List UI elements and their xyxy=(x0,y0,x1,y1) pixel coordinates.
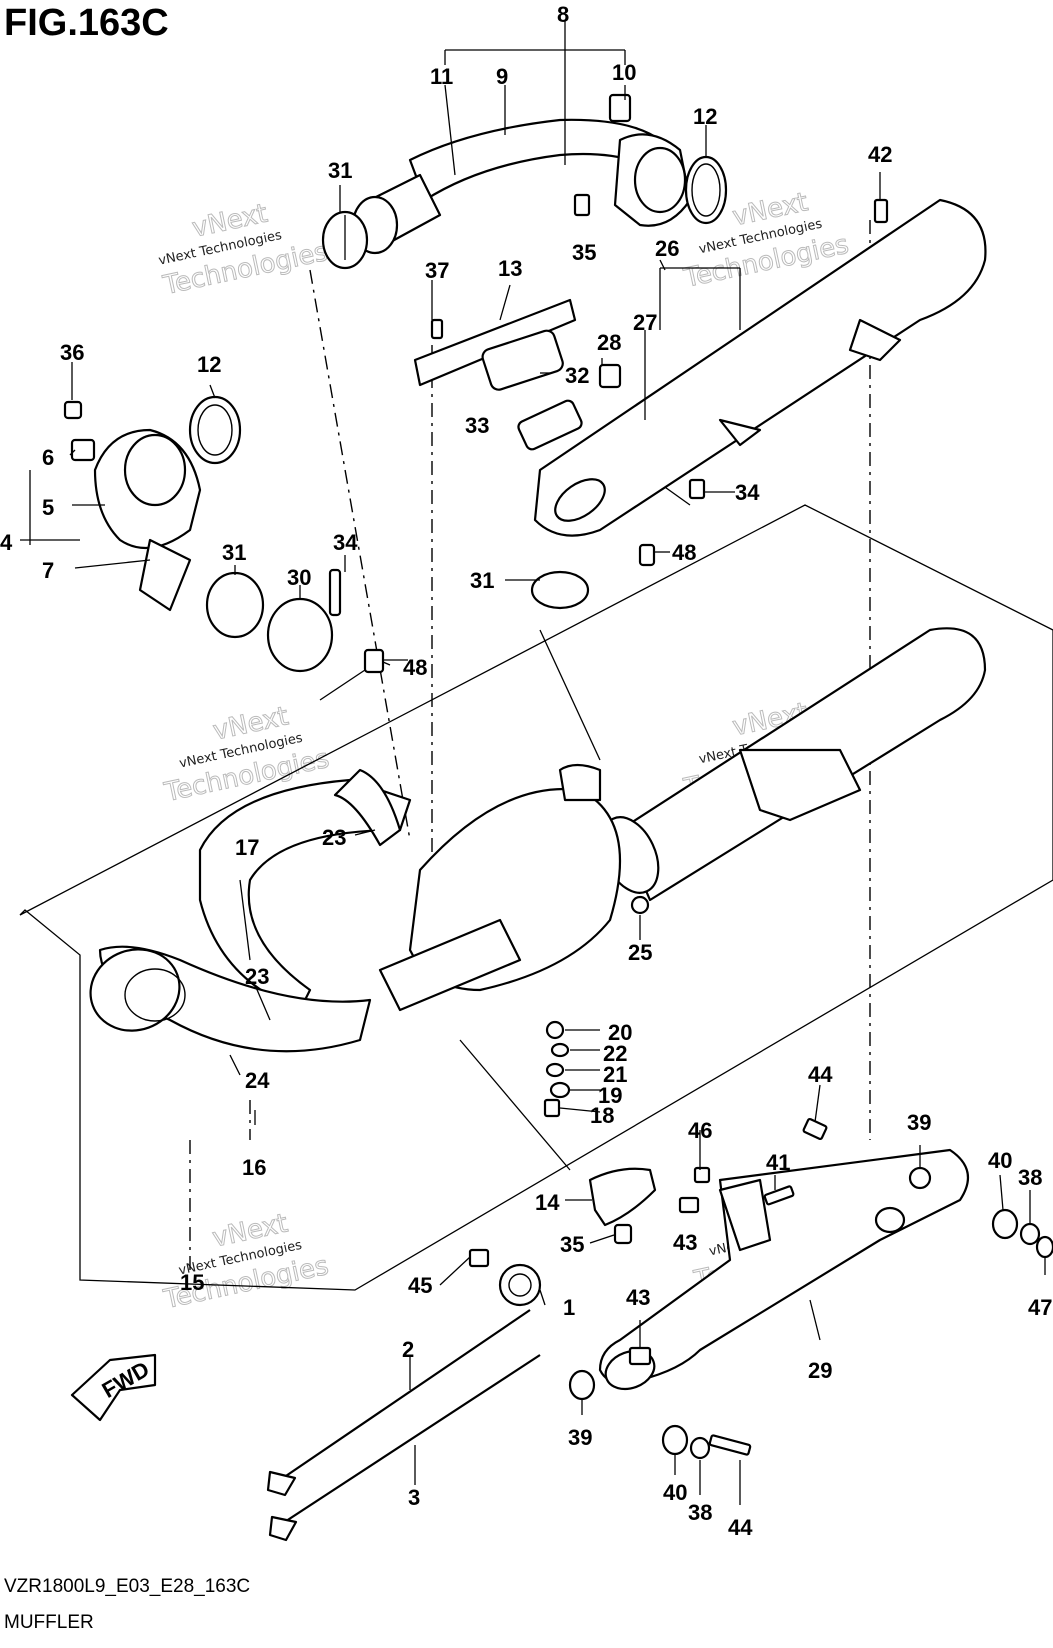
callout-43-upper: 43 xyxy=(673,1230,697,1255)
callout-21: 21 xyxy=(603,1062,627,1087)
callout-37: 37 xyxy=(425,258,449,283)
callout-13: 13 xyxy=(498,256,522,281)
callout-17: 17 xyxy=(235,835,259,860)
callout-35-lower: 35 xyxy=(560,1232,584,1257)
callout-34-left: 34 xyxy=(333,530,358,555)
rear-exhaust-pipe xyxy=(351,93,728,255)
callout-16: 16 xyxy=(242,1155,266,1180)
callout-42: 42 xyxy=(868,142,892,167)
callout-39-upper: 39 xyxy=(907,1110,931,1135)
callout-10: 10 xyxy=(612,60,636,85)
callout-25: 25 xyxy=(628,940,652,965)
callout-22: 22 xyxy=(603,1041,627,1066)
callout-31-top: 31 xyxy=(328,158,352,183)
callout-33: 33 xyxy=(465,413,489,438)
callout-29: 29 xyxy=(808,1358,832,1383)
callout-labels: 8 11 9 10 12 31 42 35 26 37 13 27 28 36 … xyxy=(0,2,1052,1540)
callout-31-mid: 31 xyxy=(470,568,494,593)
callout-19: 19 xyxy=(598,1083,622,1108)
callout-26: 26 xyxy=(655,236,679,261)
callout-3: 3 xyxy=(408,1485,420,1510)
callout-12-upper: 12 xyxy=(693,104,717,129)
callout-15: 15 xyxy=(180,1270,204,1295)
callout-18: 18 xyxy=(590,1103,614,1128)
callout-32: 32 xyxy=(565,363,589,388)
callout-30: 30 xyxy=(287,565,311,590)
callout-38-upper: 38 xyxy=(1018,1165,1042,1190)
callout-6: 6 xyxy=(42,445,54,470)
callout-1: 1 xyxy=(563,1295,575,1320)
watermark-bottom-left: vNext Technologies vNext Technologies xyxy=(160,1208,332,1316)
callout-23-upper: 23 xyxy=(322,825,346,850)
callout-8: 8 xyxy=(557,2,569,27)
callout-44-lower: 44 xyxy=(728,1515,753,1540)
assembly-name-caption: MUFFLER xyxy=(4,1612,94,1633)
callout-24: 24 xyxy=(245,1068,270,1093)
callout-31-left: 31 xyxy=(222,540,246,565)
model-code-caption: VZR1800L9_E03_E28_163C xyxy=(4,1576,251,1597)
callout-40-lower: 40 xyxy=(663,1480,687,1505)
callout-20: 20 xyxy=(608,1020,632,1045)
callout-28: 28 xyxy=(597,330,621,355)
callout-45: 45 xyxy=(408,1273,432,1298)
callout-11: 11 xyxy=(430,64,453,89)
callout-9: 9 xyxy=(496,64,508,89)
callout-23-lower: 23 xyxy=(245,964,269,989)
watermark-top-left: vNext Technologies vNext Technologies xyxy=(157,198,331,302)
callout-40-upper: 40 xyxy=(988,1148,1012,1173)
callout-14: 14 xyxy=(535,1190,560,1215)
figure-title: FIG.163C xyxy=(4,2,169,44)
front-pipe-joint xyxy=(63,210,385,674)
callout-27: 27 xyxy=(633,310,657,335)
fwd-arrow: FWD xyxy=(70,1353,157,1422)
heat-shield-set xyxy=(413,298,622,451)
callout-44-upper: 44 xyxy=(808,1062,833,1087)
valve-and-cables xyxy=(266,1167,657,1542)
callout-47: 47 xyxy=(1028,1295,1052,1320)
callout-35-top: 35 xyxy=(572,240,596,265)
callout-34-right: 34 xyxy=(735,480,760,505)
leader-lines xyxy=(69,20,1046,1505)
callout-4: 4 xyxy=(0,530,13,555)
callout-36: 36 xyxy=(60,340,84,365)
rear-muffler-upper xyxy=(530,198,987,610)
callout-48-right: 48 xyxy=(672,540,696,565)
bracket-assembly xyxy=(568,1117,1053,1460)
callout-38-lower: 38 xyxy=(688,1500,712,1525)
callout-12-left: 12 xyxy=(197,352,221,377)
callout-2: 2 xyxy=(402,1337,414,1362)
callout-46: 46 xyxy=(688,1118,712,1143)
callout-41: 41 xyxy=(766,1150,790,1175)
main-muffler-assembly xyxy=(89,627,987,1118)
callout-48-left: 48 xyxy=(403,655,427,680)
callout-5: 5 xyxy=(42,495,54,520)
callout-7: 7 xyxy=(42,558,54,583)
callout-39-lower: 39 xyxy=(568,1425,592,1450)
callout-43-lower: 43 xyxy=(626,1285,650,1310)
